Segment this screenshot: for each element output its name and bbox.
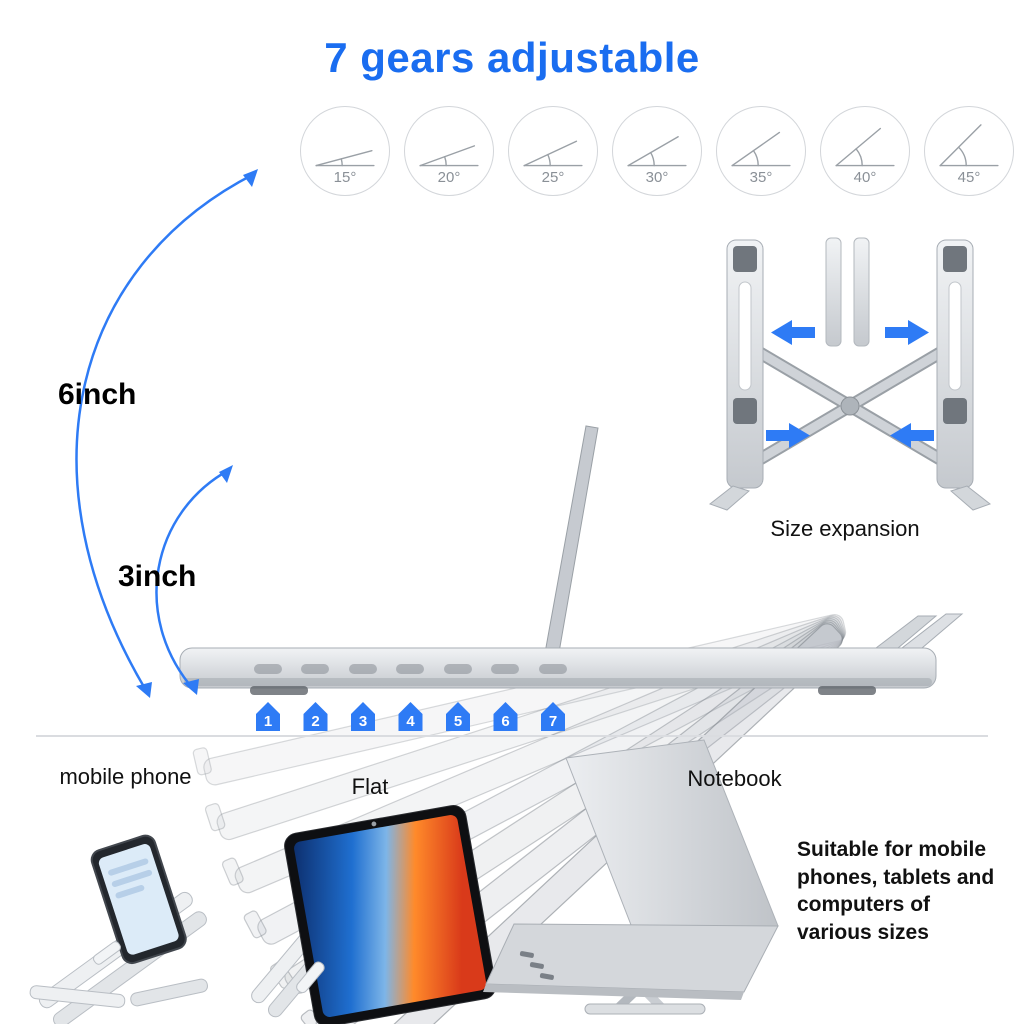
gear-number: 2 bbox=[311, 713, 319, 730]
size-expansion-figure bbox=[708, 237, 992, 511]
angle-icon bbox=[731, 131, 791, 166]
angle-icon bbox=[835, 127, 895, 166]
angle-badge-35: 35° bbox=[716, 106, 806, 196]
angle-label: 30° bbox=[645, 168, 669, 186]
height-label-3inch: 3inch bbox=[118, 560, 197, 593]
section-divider bbox=[36, 735, 988, 737]
angle-icon bbox=[523, 140, 583, 166]
gear-number: 4 bbox=[406, 713, 415, 730]
size-expansion-label: Size expansion bbox=[770, 516, 920, 541]
kickstand-strut bbox=[542, 425, 599, 665]
angle-label: 20° bbox=[437, 168, 461, 186]
angle-icon bbox=[939, 123, 999, 166]
measure-brace-6inch bbox=[75, 169, 258, 698]
angle-options-row: 15° 20° 25° 30° 35° bbox=[300, 106, 1014, 196]
expansion-arrows bbox=[766, 320, 934, 448]
flat-label: Flat bbox=[351, 774, 389, 799]
angle-icon bbox=[419, 144, 479, 166]
angle-badge-20: 20° bbox=[404, 106, 494, 196]
angle-label: 25° bbox=[541, 168, 565, 186]
gear-marker: 1 bbox=[256, 702, 280, 731]
angle-icon bbox=[627, 135, 687, 166]
page-title: 7 gears adjustable bbox=[324, 34, 700, 81]
gear-number: 6 bbox=[501, 713, 509, 730]
angle-label: 35° bbox=[749, 168, 773, 186]
height-label-6inch: 6inch bbox=[58, 378, 137, 411]
notebook-label: Notebook bbox=[687, 766, 782, 791]
gear-number: 7 bbox=[549, 713, 557, 730]
gear-number: 1 bbox=[264, 713, 272, 730]
angle-badge-25: 25° bbox=[508, 106, 598, 196]
gear-number: 3 bbox=[359, 713, 367, 730]
angle-badge-15: 15° bbox=[300, 106, 390, 196]
gear-marker: 3 bbox=[351, 702, 375, 731]
mobile-phone-figure bbox=[29, 834, 208, 1024]
gear-marker: 4 bbox=[398, 702, 423, 731]
measure-brace-3inch bbox=[155, 465, 233, 695]
gear-marker: 5 bbox=[446, 702, 470, 731]
gear-marker: 7 bbox=[541, 702, 565, 731]
angle-badge-45: 45° bbox=[924, 106, 1014, 196]
angle-badge-40: 40° bbox=[820, 106, 910, 196]
angle-icon bbox=[315, 149, 375, 166]
gear-marker: 2 bbox=[303, 702, 328, 731]
mobile-phone-label: mobile phone bbox=[59, 764, 192, 789]
stand-base bbox=[179, 613, 964, 695]
angle-label: 40° bbox=[853, 168, 877, 186]
tablet-figure bbox=[251, 805, 497, 1024]
angle-label: 45° bbox=[957, 168, 981, 186]
notebook-figure bbox=[483, 739, 779, 1015]
angle-badge-30: 30° bbox=[612, 106, 702, 196]
gear-marker: 6 bbox=[493, 702, 518, 731]
gear-number: 5 bbox=[454, 713, 462, 730]
angle-label: 15° bbox=[333, 168, 357, 186]
suitability-text: Suitable for mobile phones, tablets and … bbox=[797, 838, 995, 945]
gear-markers: 1 2 3 4 5 6 7 bbox=[256, 702, 565, 731]
